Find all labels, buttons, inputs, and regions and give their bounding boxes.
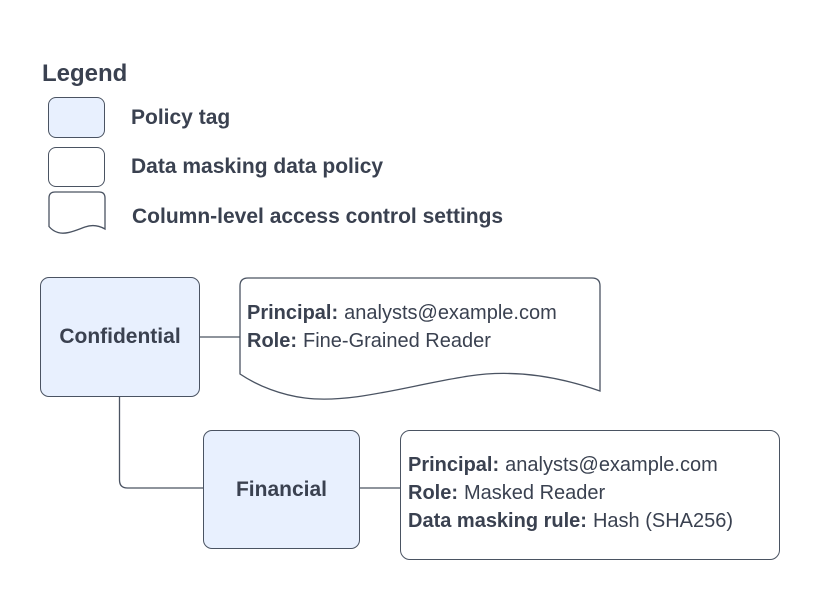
policy-tag-swatch-icon <box>48 97 105 138</box>
connector-confidential-to-financial <box>118 397 203 489</box>
card-line: Principal:analysts@example.com <box>247 299 557 327</box>
legend-item-label: Column-level access control settings <box>132 204 504 228</box>
legend-item-column-access-settings: Column-level access control settings <box>48 190 504 243</box>
card-field-label: Role: <box>408 482 458 504</box>
column-access-settings-swatch-icon <box>48 190 106 243</box>
data-masking-policy-swatch-icon <box>48 147 105 187</box>
legend-item-label: Data masking data policy <box>131 155 384 178</box>
policy-tag-node-confidential: Confidential <box>40 277 200 397</box>
document-shape <box>239 277 601 400</box>
card-field-value: Fine-Grained Reader <box>303 330 491 352</box>
card-field-value: Masked Reader <box>464 482 606 504</box>
card-field-label: Principal: <box>247 302 339 324</box>
policy-tag-node-financial: Financial <box>203 430 360 549</box>
node-label: Financial <box>235 477 328 501</box>
card-field-label: Principal: <box>408 454 500 476</box>
card-field-value: analysts@example.com <box>344 302 557 324</box>
legend-title: Legend <box>42 60 128 87</box>
card-line: Data masking rule:Hash (SHA256) <box>408 507 771 535</box>
masked-reader-policy-card: Principal:analysts@example.com Role: Mask… <box>400 430 780 560</box>
legend-item-label: Policy tag <box>131 105 231 129</box>
card-field-label: Data masking rule: <box>408 510 587 532</box>
node-label: Confidential <box>59 325 181 348</box>
card-line: Role: Fine-Grained Reader <box>247 327 557 355</box>
legend-item-policy-tag: Policy tag <box>48 97 230 138</box>
card-field-value: analysts@example.com <box>505 454 718 476</box>
card-field-label: Role: <box>247 330 297 352</box>
card-line: Role: Masked Reader <box>408 479 771 507</box>
legend-item-data-masking-policy: Data masking data policy <box>48 147 383 187</box>
card-field-value: Hash (SHA256) <box>592 510 734 532</box>
card-line: Principal:analysts@example.com <box>408 451 771 479</box>
fine-grained-access-card: Principal:analysts@example.com Role: Fine… <box>247 299 557 355</box>
